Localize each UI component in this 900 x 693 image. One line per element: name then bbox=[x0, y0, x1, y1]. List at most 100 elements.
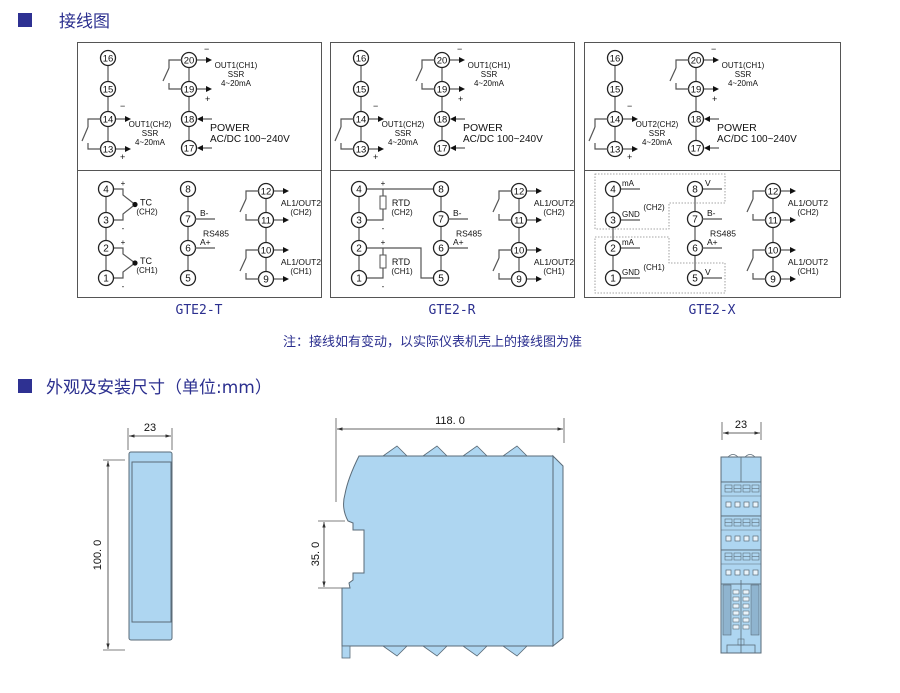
wire bbox=[245, 190, 259, 199]
rs485-a-plus-label: A+ bbox=[200, 237, 211, 247]
wire bbox=[87, 118, 101, 127]
output-ch1-label: OUT1(CH1) bbox=[468, 61, 511, 70]
wire bbox=[752, 190, 766, 199]
terminal-number: 2 bbox=[610, 244, 616, 255]
output-ch2-range: 4~20mA bbox=[135, 138, 166, 147]
wire-entry-icon bbox=[743, 501, 750, 508]
dotted-group-ch1 bbox=[594, 236, 726, 294]
plus-sign: + bbox=[120, 152, 125, 162]
top-terminal-group: 1615141320191817−+−+OUT1(CH2)SSR4~20mAOU… bbox=[334, 44, 543, 162]
terminal: 18 bbox=[433, 110, 451, 128]
terminal-number: 11 bbox=[768, 216, 778, 227]
terminal-number: 2 bbox=[103, 244, 109, 255]
wire bbox=[421, 59, 435, 68]
vent-slot bbox=[732, 596, 740, 602]
back-terminal-blocks bbox=[720, 481, 762, 585]
wire bbox=[168, 59, 182, 68]
rs485-a-plus-label: A+ bbox=[707, 237, 718, 247]
terminal: 6 bbox=[432, 239, 450, 257]
wire bbox=[113, 247, 136, 264]
input-signal-label: GND bbox=[622, 268, 640, 277]
output-ch1-range: 4~20mA bbox=[474, 79, 505, 88]
arrow-right-icon bbox=[283, 188, 289, 194]
wire bbox=[245, 214, 259, 221]
wire bbox=[239, 257, 247, 272]
wire-entry-icon bbox=[734, 501, 741, 508]
plus-sign: + bbox=[712, 94, 717, 104]
wire bbox=[421, 83, 435, 90]
terminal-number: 6 bbox=[692, 244, 698, 255]
input-type-label: TC bbox=[140, 256, 152, 266]
arrow-right-icon bbox=[790, 247, 796, 253]
side-length-value: 118. 0 bbox=[435, 415, 465, 427]
front-face-panel bbox=[131, 461, 172, 623]
terminal-circle bbox=[432, 180, 450, 198]
vent-slot bbox=[742, 617, 750, 623]
wire bbox=[492, 257, 500, 272]
wire bbox=[746, 198, 754, 213]
vent-slot bbox=[732, 603, 740, 609]
terminal: 2 bbox=[350, 239, 368, 257]
terminal-block bbox=[720, 515, 762, 551]
bottom-terminal-group: +-TC(CH2)+-TC(CH1)432187651211109B-A+RS4… bbox=[97, 179, 321, 291]
plus-sign: + bbox=[205, 94, 210, 104]
wire-entry-icon bbox=[752, 501, 759, 508]
wire bbox=[168, 83, 182, 90]
minus-sign: − bbox=[711, 44, 716, 54]
dimension-drawings: 23 100. 0 118. 0 35. 0 23 bbox=[92, 415, 762, 659]
terminal: 14 bbox=[99, 110, 117, 128]
terminal-circle bbox=[97, 239, 115, 257]
wire-entry-icon bbox=[734, 569, 741, 576]
terminal-number: 4 bbox=[103, 185, 109, 196]
arrow-right-icon bbox=[536, 276, 542, 282]
terminal-number: 14 bbox=[356, 115, 367, 126]
terminal-circle bbox=[686, 180, 704, 198]
terminal-number: 18 bbox=[691, 115, 702, 126]
terminal-circle bbox=[97, 180, 115, 198]
terminal: 15 bbox=[606, 80, 624, 98]
panel-divider bbox=[331, 170, 574, 171]
arrow-right-icon bbox=[713, 57, 719, 63]
bottom-terminal-group: mAGNDmAGND(CH2)(CH1)VV432187651211109B-A… bbox=[594, 173, 828, 294]
wire bbox=[162, 67, 170, 82]
wire bbox=[752, 273, 766, 280]
input-signal-label: GND bbox=[622, 210, 640, 219]
arrow-right-icon bbox=[125, 116, 131, 122]
terminal-number: 8 bbox=[185, 185, 191, 196]
arrow-right-icon bbox=[536, 217, 542, 223]
output-ch1-label: OUT1(CH1) bbox=[215, 61, 258, 70]
terminal: 11 bbox=[764, 211, 782, 229]
back-vents bbox=[732, 589, 750, 630]
arrow-right-icon bbox=[283, 247, 289, 253]
input-channel-label: (CH2) bbox=[391, 208, 413, 217]
terminal: 20 bbox=[687, 51, 705, 69]
arrow-right-icon bbox=[378, 146, 384, 152]
wire-entry-icon bbox=[734, 535, 741, 542]
terminal-circle bbox=[604, 269, 622, 287]
side-foot bbox=[341, 645, 351, 659]
front-height-value: 100. 0 bbox=[92, 540, 104, 571]
terminal-circle bbox=[180, 110, 198, 128]
bottom-terminal-group: +-RTD(CH2)+-RTD(CH1)432187651211109B-A+R… bbox=[350, 179, 574, 291]
wire bbox=[588, 126, 596, 142]
output-ch2-label: OUT1(CH2) bbox=[129, 120, 172, 129]
terminal: 3 bbox=[350, 211, 368, 229]
terminal-circle bbox=[99, 49, 117, 67]
terminal-number: 9 bbox=[263, 275, 269, 286]
terminal-circle bbox=[350, 180, 368, 198]
terminal-number: 3 bbox=[356, 216, 362, 227]
wire bbox=[81, 126, 89, 142]
output-ch2-range: 4~20mA bbox=[642, 138, 673, 147]
plus-sign: + bbox=[373, 152, 378, 162]
terminal-number: 1 bbox=[103, 274, 109, 285]
terminal-number: 10 bbox=[768, 246, 779, 257]
terminal-circle bbox=[687, 110, 705, 128]
minus-sign: - bbox=[382, 282, 385, 291]
arrow-right-icon bbox=[632, 116, 638, 122]
terminal: 10 bbox=[510, 241, 528, 259]
arrow-right-icon bbox=[283, 276, 289, 282]
resistor-icon bbox=[379, 254, 387, 269]
wiring-note: 注：接线如有变动，以实际仪表机壳上的接线图为准 bbox=[283, 335, 583, 350]
terminal: 4 bbox=[604, 180, 622, 198]
